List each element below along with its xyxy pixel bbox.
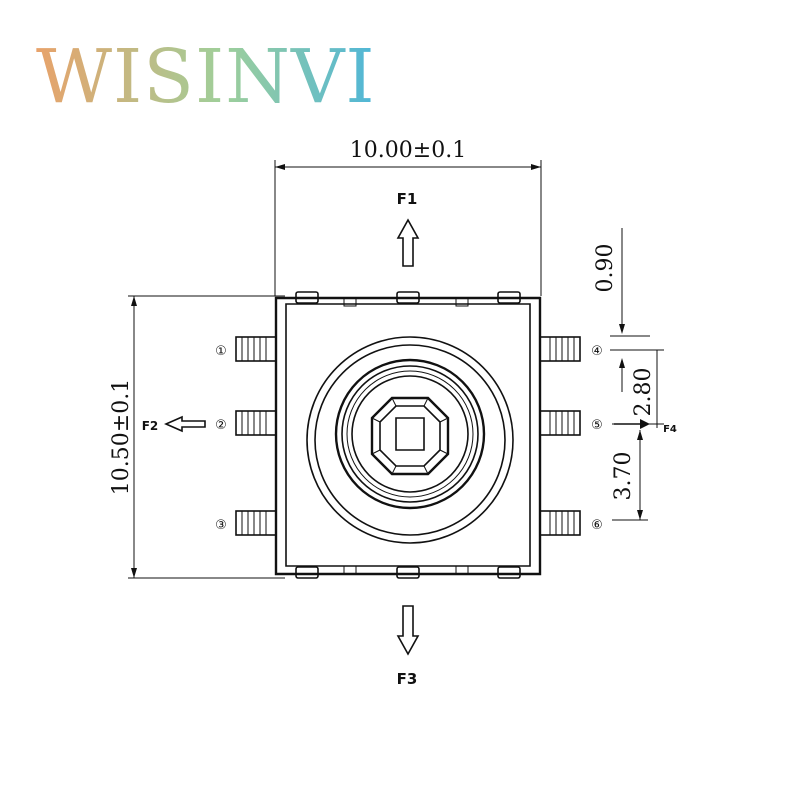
left-pins: ① ② ③ [215, 336, 277, 536]
dim-lower-label: 3.70 [611, 452, 636, 501]
force-left: F2 [142, 415, 206, 433]
force-f4-label: F4 [663, 424, 677, 435]
pin-5-label: ⑤ [591, 418, 603, 433]
brand-logo: WISINVI [36, 34, 376, 120]
pin-4: ④ [539, 336, 603, 362]
actuator [370, 396, 450, 476]
pin-2-label: ② [215, 418, 227, 433]
pin-1-label: ① [215, 344, 227, 359]
dim-width: 10.00±0.1 [274, 138, 542, 296]
dim-height: 10.50±0.1 [109, 295, 285, 579]
force-down: F3 [396, 605, 420, 688]
dim-width-label: 10.00±0.1 [350, 138, 466, 163]
force-f1-label: F1 [397, 190, 418, 208]
top-tabs [295, 291, 521, 307]
pin-6-label: ⑥ [591, 518, 603, 533]
pin-1: ① [215, 336, 277, 362]
force-up: F1 [396, 190, 420, 267]
dim-top-offset-label: 0.90 [593, 244, 618, 293]
dim-right: 0.90 2.80 3.70 [593, 228, 664, 521]
dim-height-label: 10.50±0.1 [109, 379, 134, 495]
bottom-tabs [295, 565, 521, 579]
pin-5: ⑤ [539, 410, 603, 436]
right-pins: ④ ⑤ ⑥ [539, 336, 603, 536]
pin-3: ③ [215, 510, 277, 536]
force-right: F4 [614, 419, 677, 435]
switch-body [274, 291, 542, 579]
pin-6: ⑥ [539, 510, 603, 536]
logo-text: WISINVI [36, 34, 376, 120]
pin-2: ② [215, 410, 277, 436]
force-f2-label: F2 [142, 419, 159, 433]
force-f3-label: F3 [397, 670, 418, 688]
dim-pitch-label: 2.80 [631, 368, 656, 417]
pin-3-label: ③ [215, 518, 227, 533]
pin-4-label: ④ [591, 344, 603, 359]
